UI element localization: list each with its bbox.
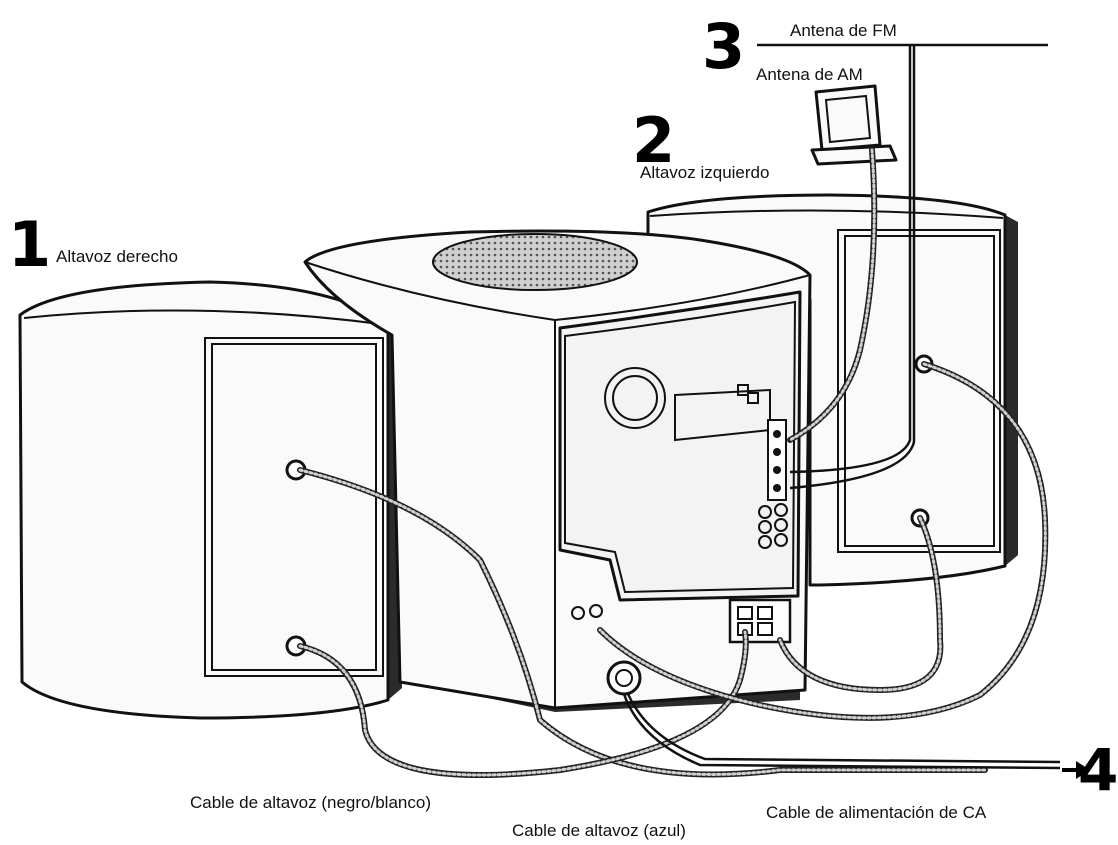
right-speaker xyxy=(18,280,402,720)
step-1-label: Altavoz derecho xyxy=(56,247,178,266)
speaker-terminal-block xyxy=(728,598,792,644)
ac-inlet xyxy=(606,660,642,696)
step-3-label: Antena de FM xyxy=(790,21,897,40)
right-arrow-icon xyxy=(1062,761,1090,779)
fan-vent xyxy=(604,367,666,429)
step-3: 3 Antena de FM xyxy=(702,10,897,83)
main-unit xyxy=(303,229,812,712)
cables xyxy=(297,43,1061,778)
top-grille xyxy=(432,233,638,291)
step-2-label: Altavoz izquierdo xyxy=(640,163,769,182)
ac-cable-label: Cable de alimentación de CA xyxy=(766,803,987,822)
step-4-number: 4 xyxy=(1078,736,1118,804)
step-3-number: 3 xyxy=(702,10,745,83)
step-2: 2 Altavoz izquierdo xyxy=(632,104,769,182)
step-1: 1 Altavoz derecho xyxy=(8,208,178,281)
step-4: 4 xyxy=(1062,736,1118,804)
antenna-terminals xyxy=(767,419,787,501)
speaker-cable-bw-label: Cable de altavoz (negro/blanco) xyxy=(190,793,431,812)
step-2-number: 2 xyxy=(632,104,675,177)
rear-jacks xyxy=(571,503,788,620)
step-1-number: 1 xyxy=(8,208,51,281)
am-antenna-loop xyxy=(810,84,898,166)
speaker-cable-blue-label: Cable de altavoz (azul) xyxy=(512,821,686,840)
am-antenna-label: Antena de AM xyxy=(756,65,863,84)
